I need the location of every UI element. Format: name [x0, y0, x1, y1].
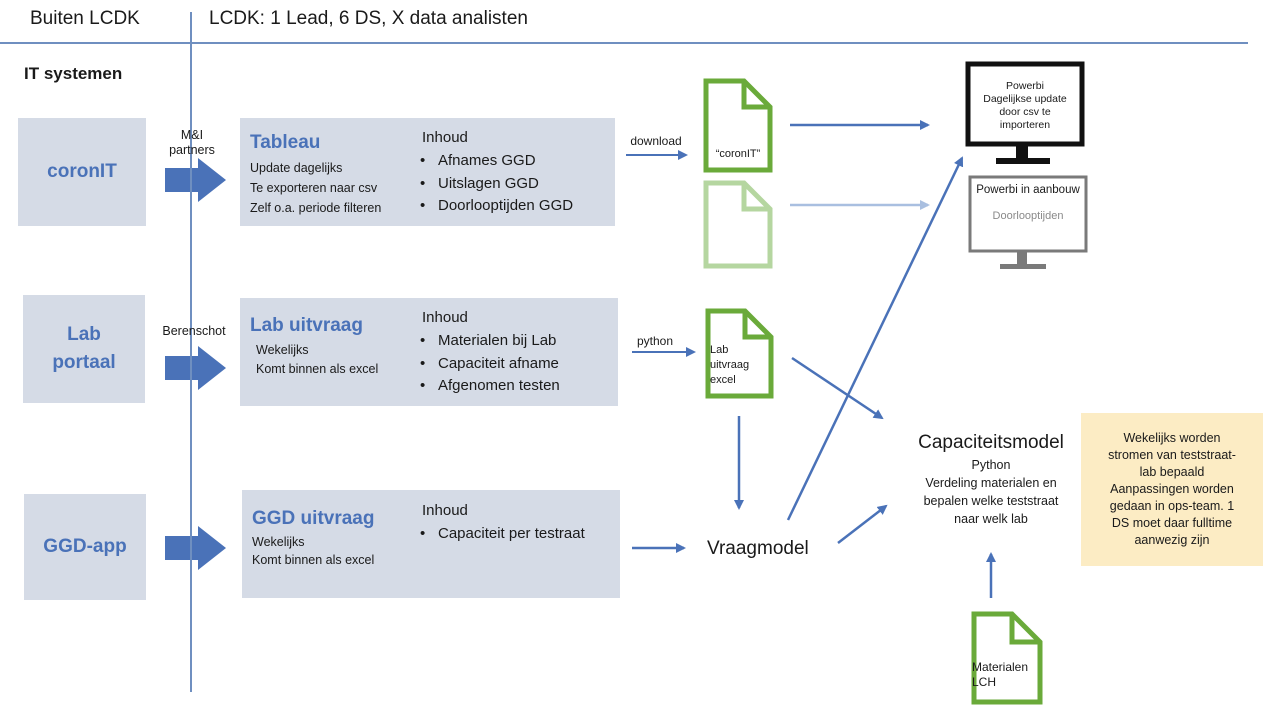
source-lab-label: Lab portaal [52, 324, 116, 373]
panel-ggd-inhoud: Inhoud [422, 502, 468, 519]
panel-ggd-title: GGD uitvraag [252, 508, 375, 529]
doc-lab-label: Lab uitvraag excel [710, 343, 754, 388]
monitor-aanbouw-icon [968, 175, 1088, 269]
panel-ggd-line: Wekelijks [252, 535, 305, 549]
capaciteitsmodel-line: Verdeling materialen en [925, 476, 1057, 490]
monitor-powerbi-line: importeren [999, 119, 1051, 131]
doc-lab-line: uitvraag [710, 359, 750, 371]
doc-lab-line: Lab [710, 344, 729, 356]
arrow-vraagmodel-to-powerbi [786, 156, 964, 521]
header-outside-lcdk: Buiten LCDK [30, 8, 140, 29]
column-divider [190, 12, 192, 692]
doc-materialen-line: LCH [972, 675, 997, 689]
capaciteitsmodel-line: Python [971, 458, 1011, 472]
source-ggd-app: GGD-app [24, 494, 146, 600]
bullet-item: Capaciteit afname [420, 353, 560, 376]
source-coronit: coronIT [18, 118, 146, 226]
panel-lab-title: Lab uitvraag [250, 315, 363, 336]
capaciteitsmodel: Capaciteitsmodel Python Verdeling materi… [896, 430, 1086, 528]
arrow-lab-to-capaciteitsmodel [791, 356, 884, 420]
monitor-powerbi-line: Powerbi [1006, 80, 1044, 92]
panel-ggd-line: Komt binnen als excel [252, 553, 375, 567]
arrow-vraagmodel-to-capaciteitsmodel [837, 504, 888, 544]
note-box: Wekelijks worden stromen van teststraat-… [1081, 413, 1263, 566]
capaciteitsmodel-title: Capaciteitsmodel [918, 432, 1064, 453]
panel-lab-line: Wekelijks [256, 343, 309, 357]
doc-icon-coronit [703, 78, 773, 173]
monitor-powerbi-line: door csv te [999, 106, 1051, 118]
header-divider [0, 42, 1248, 44]
panel-tableau: Tableau Update dagelijks Te exporteren n… [240, 118, 615, 226]
capaciteitsmodel-line: bepalen welke teststraat [923, 494, 1059, 508]
doc-lab-line: excel [710, 374, 736, 386]
bullet-item: Capaciteit per testraat [420, 523, 585, 546]
doc-coronit-label: “coronIT” [715, 148, 761, 160]
panel-lab-uitvraag: Lab uitvraag Wekelijks Komt binnen als e… [240, 298, 618, 406]
panel-lab-inhoud: Inhoud [422, 309, 468, 326]
doc-materialen-line: Materialen [972, 660, 1029, 674]
note-line: Aanpassingen worden [1110, 482, 1234, 496]
section-title: IT systemen [24, 64, 123, 83]
source-lab-portaal: Lab portaal [23, 295, 145, 403]
note-line: lab bepaald [1139, 465, 1205, 479]
panel-ggd-uitvraag: GGD uitvraag Wekelijks Komt binnen als e… [242, 490, 620, 598]
panel-tableau-line: Te exporteren naar csv [250, 181, 378, 195]
note-line: stromen van teststraat- [1108, 448, 1236, 462]
block-arrow-coronit [165, 158, 226, 202]
bullet-item: Materialen bij Lab [420, 330, 560, 353]
partner-mi: M&I partners [169, 128, 215, 157]
bullet-item: Afnames GGD [420, 150, 573, 173]
label-download: download [630, 134, 682, 148]
doc-icon-lab [705, 308, 774, 399]
doc-icon-materialen [971, 611, 1043, 705]
bullet-item: Afgenomen testen [420, 375, 560, 398]
block-arrow-ggd [165, 526, 226, 570]
monitor-powerbi-text: Powerbi Dagelijkse update door csv te im… [972, 80, 1078, 132]
label-python: python [636, 334, 674, 348]
source-ggd-label: GGD-app [43, 536, 127, 557]
capaciteitsmodel-line: naar welk lab [954, 512, 1028, 526]
panel-tableau-line: Update dagelijks [250, 161, 343, 175]
panel-tableau-bullets: Afnames GGD Uitslagen GGD Doorlooptijden… [420, 150, 573, 218]
header-lcdk: LCDK: 1 Lead, 6 DS, X data analisten [209, 8, 528, 29]
note-line: Wekelijks worden [1123, 431, 1221, 445]
panel-tableau-inhoud: Inhoud [422, 129, 468, 146]
source-coronit-label: coronIT [47, 161, 117, 182]
monitor-aanbouw-title: Powerbi in aanbouw [976, 184, 1080, 196]
bullet-item: Doorlooptijden GGD [420, 195, 573, 218]
panel-lab-line: Komt binnen als excel [256, 362, 379, 376]
panel-tableau-title: Tableau [250, 132, 321, 153]
monitor-powerbi-icon [965, 61, 1085, 164]
doc-materialen-label: Materialen LCH [972, 660, 1038, 690]
partner-berenschot: Berenschot [162, 324, 226, 338]
panel-ggd-bullets: Capaciteit per testraat [420, 523, 585, 546]
panel-lab-bullets: Materialen bij Lab Capaciteit afname Afg… [420, 330, 560, 398]
monitor-aanbouw-sub: Doorlooptijden [992, 210, 1064, 222]
vraagmodel-label: Vraagmodel [707, 538, 809, 559]
note-line: gedaan in ops-team. 1 [1109, 499, 1235, 513]
block-arrow-lab [165, 346, 226, 390]
doc-icon-light [703, 180, 773, 269]
note-line: DS moet daar fulltime [1111, 516, 1233, 530]
note-line: aanwezig zijn [1134, 533, 1210, 547]
panel-tableau-line: Zelf o.a. periode filteren [250, 201, 382, 215]
monitor-powerbi-line: Dagelijkse update [983, 93, 1067, 105]
bullet-item: Uitslagen GGD [420, 173, 573, 196]
